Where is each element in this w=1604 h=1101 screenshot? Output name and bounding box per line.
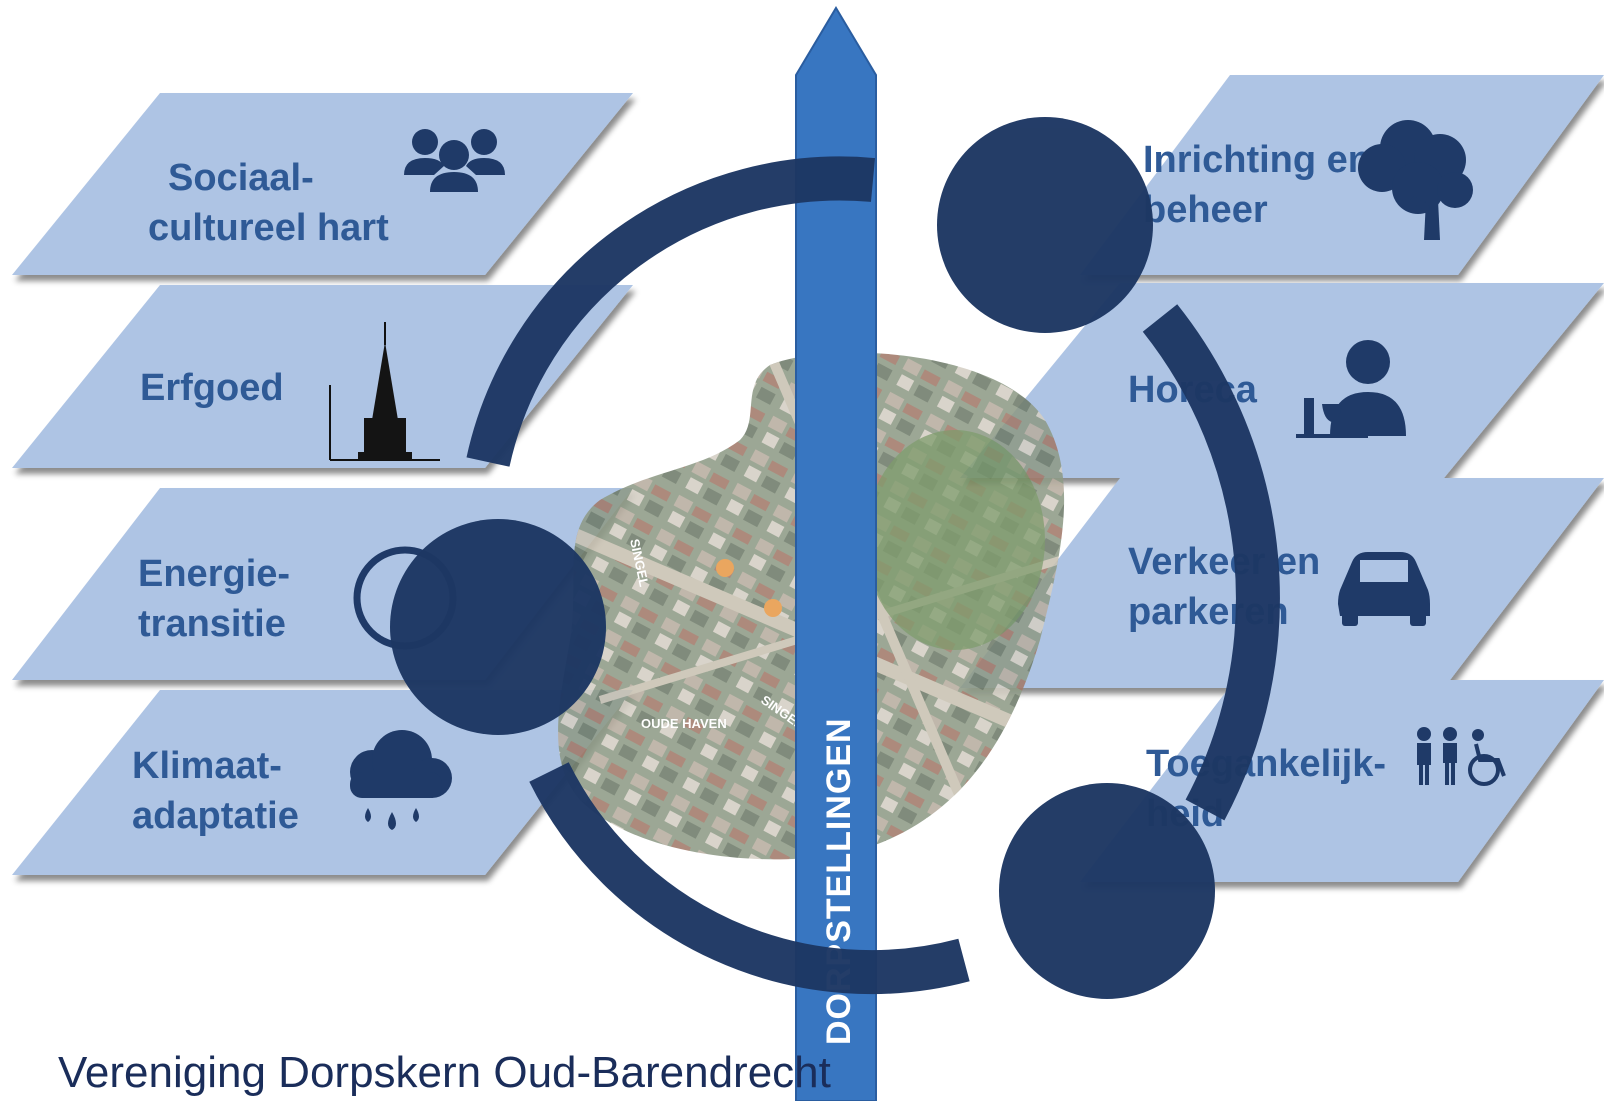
cycle-ring — [390, 117, 1280, 999]
car-icon — [1338, 552, 1430, 626]
map-label-oude-haven: OUDE HAVEN — [641, 716, 727, 731]
tile-label-energie-line2: transitie — [138, 603, 286, 645]
tile-label-erfgoed: Erfgoed — [140, 367, 284, 409]
tile-label-sociaal-line2: cultureel hart — [148, 207, 389, 249]
tile-label-sociaal-line1: Sociaal- — [168, 157, 314, 199]
accessibility-icon — [1417, 727, 1506, 786]
tile-label-inrichting-line1: Inrichting en — [1143, 139, 1371, 181]
tile-label-verkeer-line1: Verkeer en — [1128, 541, 1320, 583]
tile-label-inrichting-line2: beheer — [1143, 189, 1268, 231]
tile-label-klimaat-line1: Klimaat- — [132, 745, 282, 787]
footer-organisation-name: Vereniging Dorpskern Oud-Barendrecht — [58, 1048, 831, 1097]
people-group-icon — [404, 129, 505, 192]
cycle-node-bottom — [999, 783, 1215, 999]
tile-label-klimaat-line2: adaptatie — [132, 795, 299, 837]
tile-klimaatadaptatie: Klimaat- adaptatie — [12, 690, 633, 875]
rain-cloud-icon — [350, 730, 452, 830]
tile-verkeer-parkeren: Verkeer en parkeren — [960, 478, 1604, 688]
tile-label-toegankelijk-line1: Toegankelijk- — [1146, 743, 1386, 785]
cycle-node-left — [390, 519, 606, 735]
tile-label-energie-line1: Energie- — [138, 553, 290, 595]
cycle-node-top — [937, 117, 1153, 333]
tree-icon — [1358, 120, 1473, 240]
tile-sociaal-cultureel: Sociaal- cultureel hart — [12, 93, 633, 275]
church-tower-icon — [329, 322, 440, 461]
axis-label: DORPSTELLINGEN — [820, 717, 858, 1045]
waiter-icon — [1296, 340, 1406, 438]
tile-inrichting-beheer: Inrichting en beheer — [1080, 75, 1604, 275]
